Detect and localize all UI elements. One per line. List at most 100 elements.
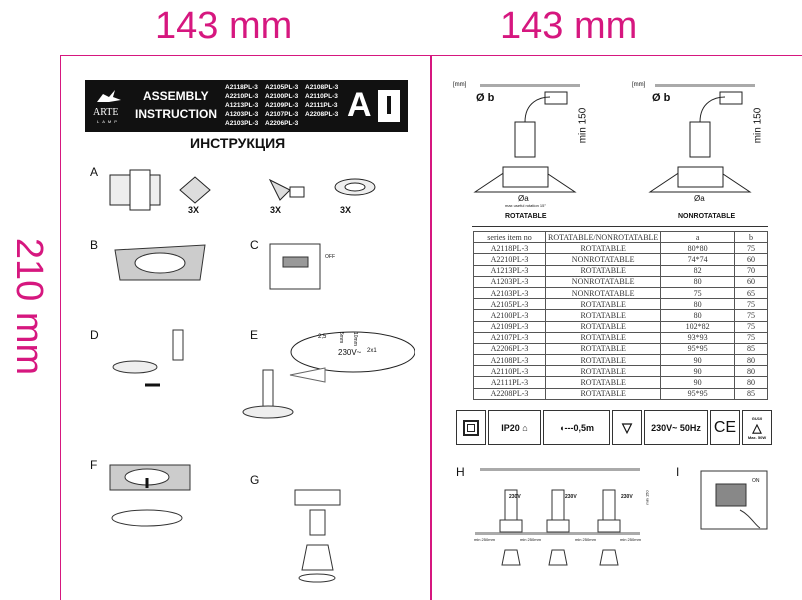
- table-cell: A2206PL-3: [473, 342, 546, 356]
- subtitle: ИНСТРУКЦИЯ: [190, 135, 286, 151]
- table-cell: A2107PL-3: [473, 331, 546, 344]
- model-code: A2100PL-3: [265, 93, 299, 100]
- table-cell: 75: [733, 298, 769, 311]
- diameter-b-label-2: Ø b: [652, 92, 671, 104]
- power-off-illustration: [269, 243, 321, 290]
- step-label-a: A: [90, 165, 99, 179]
- insert-lamp-illustration: [294, 489, 341, 583]
- table-cell: 75: [733, 331, 769, 344]
- table-cell: 65: [733, 286, 769, 300]
- table-cell: A2208PL-3: [473, 387, 546, 400]
- table-cell: 60: [733, 253, 769, 266]
- table-cell: ROTATABLE: [544, 342, 662, 356]
- step-label-c: C: [250, 238, 259, 252]
- table-cell: A1203PL-3: [473, 275, 546, 288]
- step-label-f: F: [90, 458, 98, 472]
- terminal-label: 2x1: [367, 348, 377, 354]
- step-label-g: G: [250, 473, 260, 487]
- insert-fixture-illustration: [109, 464, 191, 527]
- rotatable-fixture-diagram: [473, 84, 580, 193]
- table-cell: ROTATABLE: [544, 320, 662, 333]
- table-cell: 80: [733, 354, 769, 367]
- rotation-note: max useful rotation 15°: [505, 203, 546, 208]
- spacing-label: min 250mm: [575, 537, 596, 542]
- strip-5mm-label: 5mm: [338, 332, 344, 344]
- table-cell: 82: [660, 264, 735, 277]
- table-cell: A2111PL-3: [473, 376, 546, 389]
- table-cell: 80: [660, 298, 735, 311]
- model-code: A2206PL-3: [265, 120, 299, 127]
- brand-name: ARTE: [93, 107, 119, 118]
- table-cell: ROTATABLE: [544, 309, 662, 322]
- step-label-h: H: [456, 465, 465, 479]
- table-cell: 90: [660, 365, 735, 378]
- ceiling-cutout-illustration: [114, 244, 206, 281]
- min-height-label-2: min 150: [752, 107, 764, 144]
- on-label: ON: [752, 478, 760, 484]
- table-cell: A2105PL-3: [473, 298, 546, 311]
- table-cell: 75: [660, 286, 735, 300]
- col-header: b: [733, 230, 769, 244]
- ip20-icon: IP20 ⌂: [488, 410, 541, 445]
- model-code: A2110PL-3: [305, 93, 338, 100]
- table-cell: ROTATABLE: [544, 331, 662, 344]
- f-mark-icon: ▽: [612, 410, 642, 445]
- rotatable-label: ROTATABLE: [505, 213, 547, 220]
- model-code: A2210PL-3: [225, 93, 259, 100]
- diameter-b-label: Ø b: [476, 92, 495, 104]
- width-dimension-right: 143 mm: [500, 5, 638, 47]
- spacing-label: min 250mm: [620, 537, 641, 542]
- qty-frame: 3X: [340, 205, 352, 215]
- table-cell: 95*95: [660, 342, 735, 356]
- table-cell: NONROTATABLE: [544, 275, 662, 288]
- table-cell: 75: [733, 242, 769, 255]
- table-cell: A2108PL-3: [473, 354, 546, 367]
- voltage-label-1: 230V: [509, 494, 521, 500]
- table-cell: ROTATABLE: [544, 242, 662, 255]
- nonrotatable-fixture-diagram: [648, 84, 755, 193]
- diameter-a-label-2: Øa: [694, 194, 705, 203]
- unit-label-2: [mm]: [632, 82, 646, 88]
- col-header: ROTATABLE/NONROTATABLE: [544, 230, 662, 244]
- page-divider: [430, 55, 432, 600]
- qty-socket: 3X: [270, 205, 282, 215]
- table-cell: 102*82: [660, 320, 735, 333]
- model-code: A2108PL-3: [305, 84, 339, 91]
- table-cell: ROTATABLE: [544, 298, 662, 311]
- separator: [472, 226, 768, 227]
- table-cell: ROTATABLE: [544, 354, 662, 367]
- title-line1: ASSEMBLY: [143, 89, 209, 103]
- voltage-label-3: 230V: [621, 494, 633, 500]
- step-label-d: D: [90, 328, 99, 342]
- model-code: A2103PL-3: [225, 120, 259, 127]
- assembly-header: ARTE LAMP ASSEMBLY INSTRUCTION A2118PL-3…: [85, 80, 408, 132]
- table-cell: 60: [733, 275, 769, 288]
- wiring-illustration: [242, 331, 415, 419]
- table-cell: A1213PL-3: [473, 264, 546, 277]
- table-cell: 95*95: [660, 387, 735, 400]
- table-cell: ROTATABLE: [544, 376, 662, 389]
- parts-illustration: [109, 169, 376, 211]
- table-cell: A2110PL-3: [473, 365, 546, 378]
- voltage-label-2: 230V: [565, 494, 577, 500]
- table-cell: 90: [660, 376, 735, 389]
- ip-rating: IP20: [501, 422, 520, 433]
- table-cell: ROTATABLE: [544, 387, 662, 400]
- manual-book-icon: [378, 90, 400, 122]
- model-code: A2105PL-3: [265, 84, 299, 91]
- ce-mark-icon: CE: [710, 410, 740, 445]
- width-dimension-left: 143 mm: [155, 5, 293, 47]
- model-code: A1203PL-3: [225, 111, 259, 118]
- col-header: series item no: [473, 230, 546, 244]
- min-height-label: min 150: [577, 107, 589, 144]
- distance-value: 0,5m: [573, 422, 594, 433]
